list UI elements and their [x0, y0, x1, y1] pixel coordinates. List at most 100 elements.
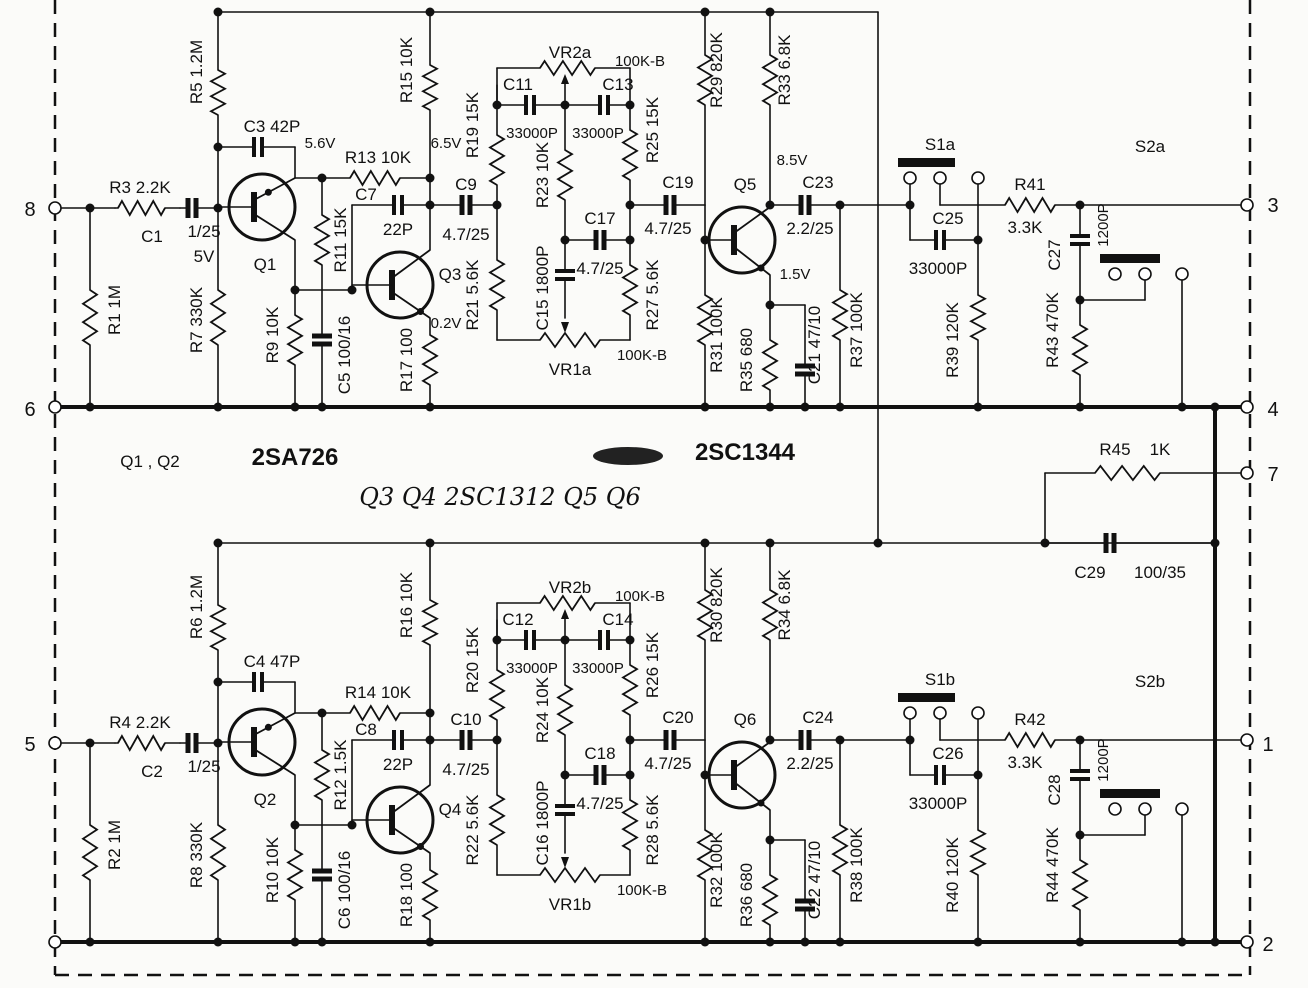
junction-dot — [700, 937, 710, 947]
switch-s1-contact — [903, 706, 917, 720]
resistor-r33 — [761, 589, 779, 641]
label-r45: R45 — [1099, 440, 1130, 459]
label-c9: C10 — [450, 710, 481, 729]
label-r39: R39 120K — [943, 302, 962, 378]
label-v65: 6.5V — [431, 135, 462, 152]
label-c29: C29 — [1074, 563, 1105, 582]
transistor-q3-lead — [391, 291, 431, 319]
junction-dot — [700, 402, 710, 412]
label-c1v: 1/25 — [187, 757, 220, 776]
label-r15: R16 10K — [397, 571, 416, 638]
junction-dot — [1177, 402, 1187, 412]
label-c15: C15 1800P — [533, 245, 552, 330]
label-c3: C3 42P — [244, 117, 301, 136]
resistor-r15 — [421, 599, 439, 646]
junction-dot — [905, 200, 915, 210]
resistor-r37 — [831, 824, 849, 876]
switch-s1-contact — [933, 706, 947, 720]
label-q3: Q3 — [439, 265, 462, 284]
transistor-q3-lead — [391, 249, 431, 279]
resistor-r29 — [696, 589, 714, 641]
terminal — [48, 935, 62, 949]
label-r27: R27 5.6K — [643, 259, 662, 331]
label-c5: C6 100/16 — [335, 851, 354, 929]
terminal-label-t6: 6 — [24, 399, 35, 421]
resistor-r39 — [969, 294, 987, 341]
label-s1: S1b — [925, 670, 955, 689]
switch-s2 — [1100, 254, 1160, 263]
potentiometer-vr1 — [539, 866, 601, 884]
label-vr2v: 100K-B — [615, 53, 665, 70]
resistor-r11 — [313, 214, 331, 266]
label-r37: R37 100K — [847, 292, 866, 368]
resistor-r9 — [286, 314, 304, 366]
junction-dot — [213, 402, 223, 412]
scribble-mark — [593, 447, 663, 465]
junction-dot — [873, 538, 883, 548]
terminal-label-t2: 2 — [1262, 934, 1273, 956]
transistor-q3-arrow-icon — [417, 308, 424, 315]
label-r9: R9 10K — [263, 306, 282, 363]
resistor-r29 — [696, 54, 714, 106]
junction-dot — [213, 937, 223, 947]
potentiometer-vr2 — [539, 59, 596, 77]
resistor-r43 — [1071, 859, 1089, 911]
switch-s2-contact — [1108, 802, 1122, 816]
transistor-q3-lead — [391, 826, 431, 854]
junction-dot — [973, 402, 983, 412]
label-r23: R24 10K — [533, 676, 552, 743]
label-c21: C22 47/10 — [805, 841, 824, 919]
resistor-r25 — [621, 664, 639, 716]
label-c9v: 4.7/25 — [442, 760, 489, 779]
label-r25: R26 15K — [643, 631, 662, 698]
label-r41: R42 — [1014, 710, 1045, 729]
label-c27: C28 — [1045, 774, 1064, 805]
label-q3: Q4 — [439, 800, 462, 819]
transistor-q1-lead — [253, 748, 296, 776]
label-c7: C8 — [355, 720, 377, 739]
label-v15: 1.5V — [780, 266, 811, 283]
resistor-r21 — [488, 259, 506, 311]
transistor-group-label: Q1 , Q2 — [120, 452, 180, 471]
terminal — [1240, 466, 1254, 480]
junction-dot — [1075, 937, 1085, 947]
label-r31: R32 100K — [707, 832, 726, 908]
label-r33: R34 6.8K — [775, 569, 794, 641]
resistor-r37 — [831, 289, 849, 341]
switch-s1-contact — [933, 171, 947, 185]
handwritten-note: Q3 Q4 2SC1312 Q5 Q6 — [359, 483, 640, 511]
terminal — [48, 736, 62, 750]
resistor-r35 — [761, 874, 779, 926]
label-c25v: 33000P — [909, 794, 968, 813]
transistor-q1-lead — [253, 213, 296, 241]
junction-dot — [905, 735, 915, 745]
label-c1: C2 — [141, 762, 163, 781]
label-q5: Q5 — [734, 175, 757, 194]
label-s2: S2b — [1135, 672, 1165, 691]
label-vr1: VR1a — [549, 360, 592, 379]
junction-dot — [213, 7, 223, 17]
terminal — [1240, 198, 1254, 212]
label-r13: R14 10K — [345, 683, 412, 702]
label-r19: R19 15K — [463, 91, 482, 158]
label-c11: C11 — [503, 75, 533, 94]
wiper-arrow-icon — [561, 857, 569, 868]
transistor-q3-arrow-icon — [417, 843, 424, 850]
label-c15: C16 1800P — [533, 780, 552, 865]
switch-s2 — [1100, 789, 1160, 798]
label-c23v: 2.2/25 — [786, 754, 833, 773]
label-c11v: 33000P — [506, 660, 558, 677]
label-v5: 5V — [194, 247, 215, 266]
label-c21: C21 47/10 — [805, 306, 824, 384]
label-c25v: 33000P — [909, 259, 968, 278]
terminal-label-t7: 7 — [1267, 464, 1278, 486]
label-c13v: 33000P — [572, 660, 624, 677]
label-r17: R18 100 — [397, 863, 416, 927]
transistor-q1-lead — [253, 177, 296, 201]
resistor-r21 — [488, 794, 506, 846]
junction-dot — [425, 7, 435, 17]
switch-s2-contact — [1138, 267, 1152, 281]
label-r5: R6 1.2M — [187, 575, 206, 639]
label-r11: R11 15K — [331, 207, 350, 273]
resistor-r33 — [761, 54, 779, 106]
